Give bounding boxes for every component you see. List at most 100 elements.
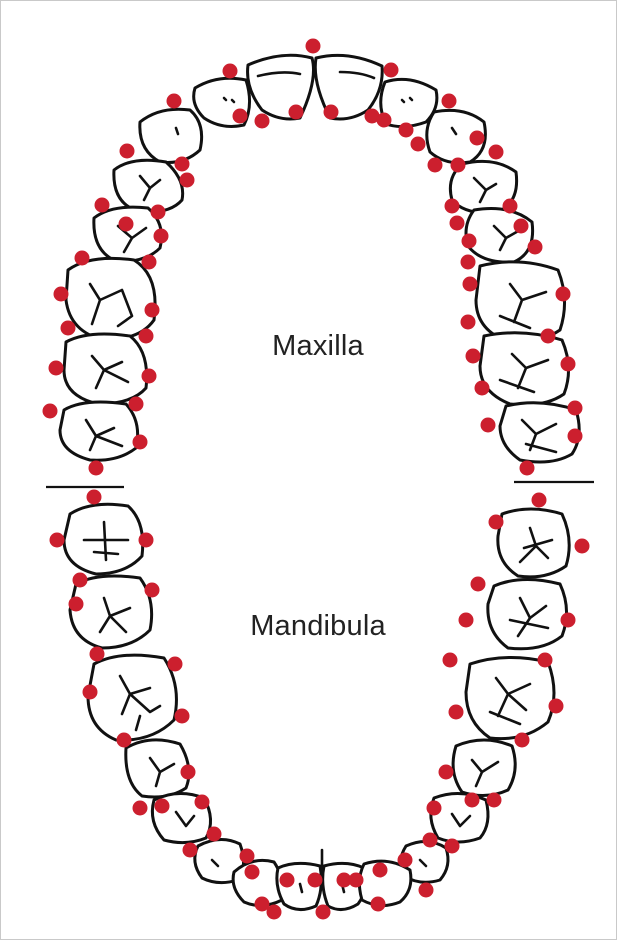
contact-point xyxy=(349,873,364,888)
contact-point xyxy=(471,577,486,592)
contact-point xyxy=(489,515,504,530)
contact-point xyxy=(561,613,576,628)
contact-point xyxy=(445,839,460,854)
contact-point xyxy=(459,613,474,628)
contact-point xyxy=(324,105,339,120)
contact-point xyxy=(233,109,248,124)
mandibula-label: Mandibula xyxy=(250,610,386,643)
contact-point xyxy=(73,573,88,588)
contact-point xyxy=(181,765,196,780)
contact-point xyxy=(280,873,295,888)
contact-point xyxy=(451,158,466,173)
tooth-lower-third-molar-left xyxy=(498,509,569,577)
contact-point xyxy=(95,198,110,213)
contact-point xyxy=(145,303,160,318)
contact-point xyxy=(575,539,590,554)
contact-point xyxy=(142,369,157,384)
contact-point xyxy=(167,94,182,109)
contact-point xyxy=(384,63,399,78)
contact-point xyxy=(43,404,58,419)
tooth-upper-third-molar-right xyxy=(60,402,138,460)
contact-point xyxy=(568,401,583,416)
tooth-upper-first-molar-right xyxy=(66,258,155,340)
contact-point xyxy=(245,865,260,880)
contact-point xyxy=(463,277,478,292)
contact-point xyxy=(316,905,331,920)
contact-point xyxy=(520,461,535,476)
contact-point xyxy=(119,217,134,232)
contact-point xyxy=(443,653,458,668)
contact-point xyxy=(445,199,460,214)
contact-point xyxy=(183,843,198,858)
contact-point xyxy=(528,240,543,255)
contact-point xyxy=(568,429,583,444)
contact-point xyxy=(154,229,169,244)
contact-point xyxy=(461,315,476,330)
contact-point xyxy=(489,145,504,160)
contact-point xyxy=(439,765,454,780)
contact-point xyxy=(419,883,434,898)
contact-point xyxy=(139,533,154,548)
contact-point xyxy=(69,597,84,612)
contact-point xyxy=(87,490,102,505)
contact-point xyxy=(168,657,183,672)
contact-point xyxy=(175,709,190,724)
contact-point xyxy=(255,114,270,129)
contact-point xyxy=(50,533,65,548)
contact-point xyxy=(449,705,464,720)
contact-point xyxy=(133,801,148,816)
contact-point xyxy=(289,105,304,120)
contact-point xyxy=(371,897,386,912)
contact-point xyxy=(450,216,465,231)
tooth-upper-canine-right xyxy=(140,109,202,162)
contact-point xyxy=(427,801,442,816)
contact-point xyxy=(61,321,76,336)
contact-point xyxy=(423,833,438,848)
contact-point xyxy=(175,157,190,172)
contact-point xyxy=(503,199,518,214)
contact-point xyxy=(139,329,154,344)
contact-point xyxy=(373,863,388,878)
contact-point xyxy=(541,329,556,344)
contact-point xyxy=(54,287,69,302)
contact-point xyxy=(83,685,98,700)
contact-point xyxy=(470,131,485,146)
contact-point xyxy=(223,64,238,79)
contact-point xyxy=(399,123,414,138)
contact-point xyxy=(145,583,160,598)
tooth-lower-second-premolar-left xyxy=(453,740,515,796)
tooth-lower-first-molar-left xyxy=(466,657,554,738)
contact-point xyxy=(549,699,564,714)
contact-point xyxy=(155,799,170,814)
contact-point xyxy=(75,251,90,266)
contact-point xyxy=(117,733,132,748)
contact-point xyxy=(556,287,571,302)
contact-point xyxy=(49,361,64,376)
tooth-upper-central-incisor-right xyxy=(248,55,314,119)
contact-point xyxy=(240,849,255,864)
contact-point xyxy=(481,418,496,433)
contact-point xyxy=(532,493,547,508)
contact-point xyxy=(538,653,553,668)
contact-point xyxy=(142,255,157,270)
contact-point xyxy=(267,905,282,920)
contact-point xyxy=(180,173,195,188)
contact-point xyxy=(398,853,413,868)
contact-point xyxy=(306,39,321,54)
contact-point xyxy=(465,793,480,808)
contact-point xyxy=(461,255,476,270)
contact-point xyxy=(120,144,135,159)
maxilla-label: Maxilla xyxy=(272,330,364,363)
contact-point xyxy=(561,357,576,372)
contact-point xyxy=(475,381,490,396)
contact-point xyxy=(428,158,443,173)
contact-point xyxy=(515,733,530,748)
contact-point xyxy=(466,349,481,364)
contact-point xyxy=(207,827,222,842)
contact-point xyxy=(514,219,529,234)
contact-point xyxy=(377,113,392,128)
mandibula-arch xyxy=(64,504,569,909)
contact-point xyxy=(308,873,323,888)
contact-point xyxy=(90,647,105,662)
